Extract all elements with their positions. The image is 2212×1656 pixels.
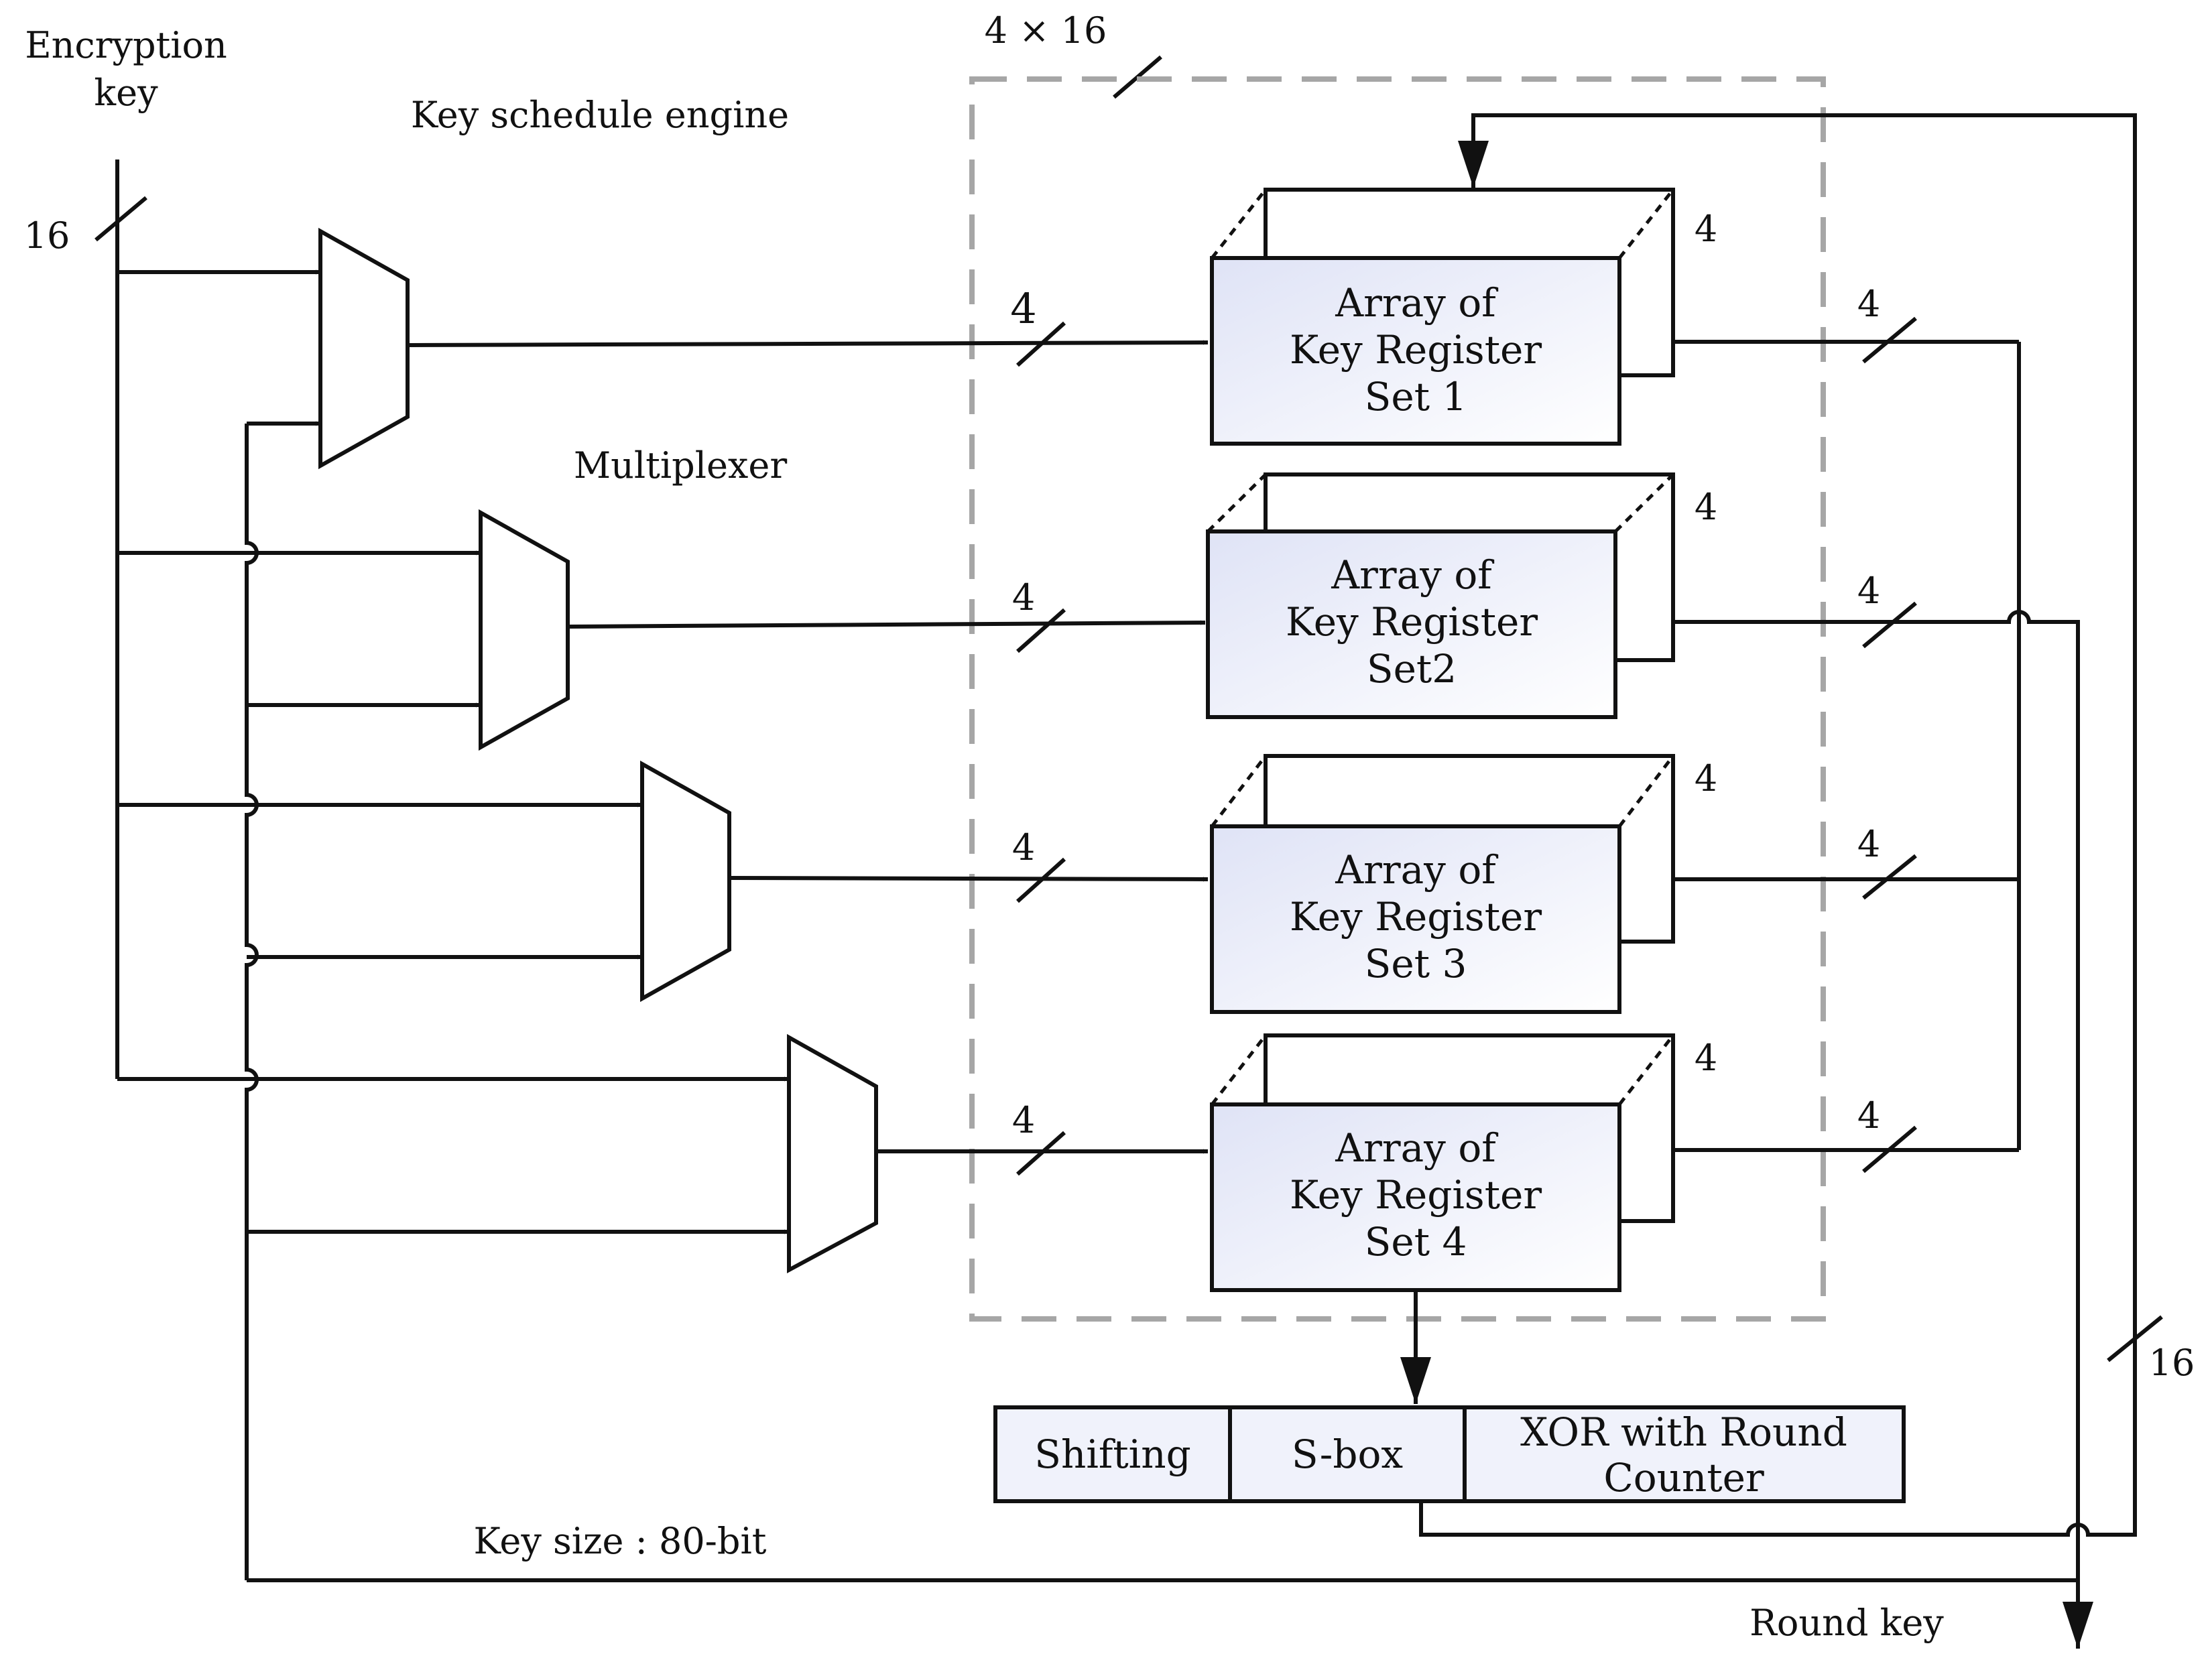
register-set-3: Array of Key Register Set 3 4 — [1210, 754, 1717, 1014]
key-width-label: 16 — [24, 214, 70, 257]
encryption-key-label-line1: Encryption — [25, 24, 227, 66]
register-set-1-line3: Set 1 — [1365, 374, 1467, 420]
key-input-bus-slash — [95, 196, 147, 242]
round-key-slash — [2107, 1315, 2163, 1362]
multiplexer-label: Multiplexer — [574, 444, 788, 487]
mux2-output — [567, 620, 1206, 629]
reg4-output-slash — [1862, 1125, 1917, 1173]
register-set-4: Array of Key Register Set 4 4 — [1210, 1033, 1717, 1292]
register-set-2-line1: Array of — [1331, 552, 1494, 598]
mux3-output — [729, 876, 1209, 882]
reg2-input-slash — [1016, 608, 1066, 653]
register-set-3-line2: Key Register — [1290, 894, 1542, 940]
reg3-input-width: 4 — [1012, 826, 1035, 869]
register-set-2-front — [1206, 529, 1617, 719]
register-set-2-stack-width: 4 — [1695, 486, 1717, 528]
multiplexer-2 — [479, 509, 570, 751]
reg2-input-width: 4 — [1012, 576, 1035, 619]
register-set-2: Array of Key Register Set2 4 — [1206, 472, 1717, 719]
register-set-4-line2: Key Register — [1290, 1172, 1542, 1218]
shifting-label: Shifting — [1034, 1431, 1190, 1477]
register-set-4-stack-width: 4 — [1695, 1037, 1717, 1079]
feedback-bus — [245, 424, 259, 1580]
multiplexer-3 — [640, 760, 731, 1003]
multiplexer-4 — [787, 1033, 878, 1274]
register-set-4-line3: Set 4 — [1365, 1219, 1467, 1265]
register-set-4-line1: Array of — [1335, 1125, 1498, 1171]
reg4-input-slash — [1016, 1131, 1066, 1176]
register-set-2-line2: Key Register — [1286, 599, 1538, 645]
register-set-2-line3: Set2 — [1367, 646, 1457, 692]
register-set-3-line1: Array of — [1335, 847, 1498, 893]
reg3-output-width: 4 — [1857, 823, 1880, 865]
round-key-width: 16 — [2149, 1342, 2195, 1384]
register-set-1-stack-width: 4 — [1695, 208, 1717, 250]
register-set-3-stack-width: 4 — [1695, 757, 1717, 800]
register-set-3-line3: Set 3 — [1365, 941, 1467, 986]
reg1-output-width: 4 — [1857, 283, 1880, 325]
xor-label-line2: Counter — [1603, 1455, 1764, 1501]
xor-round-counter-block — [1463, 1405, 1906, 1503]
register-set-1-line2: Key Register — [1290, 327, 1542, 373]
round-key-label: Round key — [1749, 1602, 1944, 1644]
reg3-output-slash — [1862, 854, 1917, 900]
mux1-output — [407, 340, 1209, 347]
sbox-block — [1228, 1405, 1467, 1503]
bus-width-label: 4 × 16 — [985, 9, 1107, 52]
register-set-1-front — [1210, 256, 1621, 446]
xor-label-line1: XOR with Round — [1520, 1409, 1847, 1455]
reg4-input-width: 4 — [1012, 1099, 1035, 1141]
register-set-3-front — [1210, 824, 1621, 1014]
register-set-1: Array of Key Register Set 1 4 — [1210, 188, 1717, 446]
encryption-key-label-line2: key — [94, 72, 158, 114]
reg1-output-slash — [1862, 316, 1917, 364]
sbox-label: S-box — [1292, 1431, 1403, 1477]
pipeline-feedback-loop — [1419, 113, 2137, 1537]
register-set-1-line1: Array of — [1335, 280, 1498, 326]
reg1-input-slash — [1016, 321, 1066, 367]
reg2-output-width: 4 — [1857, 570, 1880, 612]
reg4-output-width: 4 — [1857, 1094, 1880, 1137]
key-schedule-engine-label: Key schedule engine — [411, 94, 789, 136]
reg3-input-slash — [1016, 857, 1066, 903]
key-size-label: Key size : 80-bit — [474, 1520, 767, 1562]
multiplexer-1 — [318, 227, 410, 470]
reg2-output-slash — [1862, 601, 1917, 649]
reg1-input-width: 4 — [1010, 284, 1036, 333]
